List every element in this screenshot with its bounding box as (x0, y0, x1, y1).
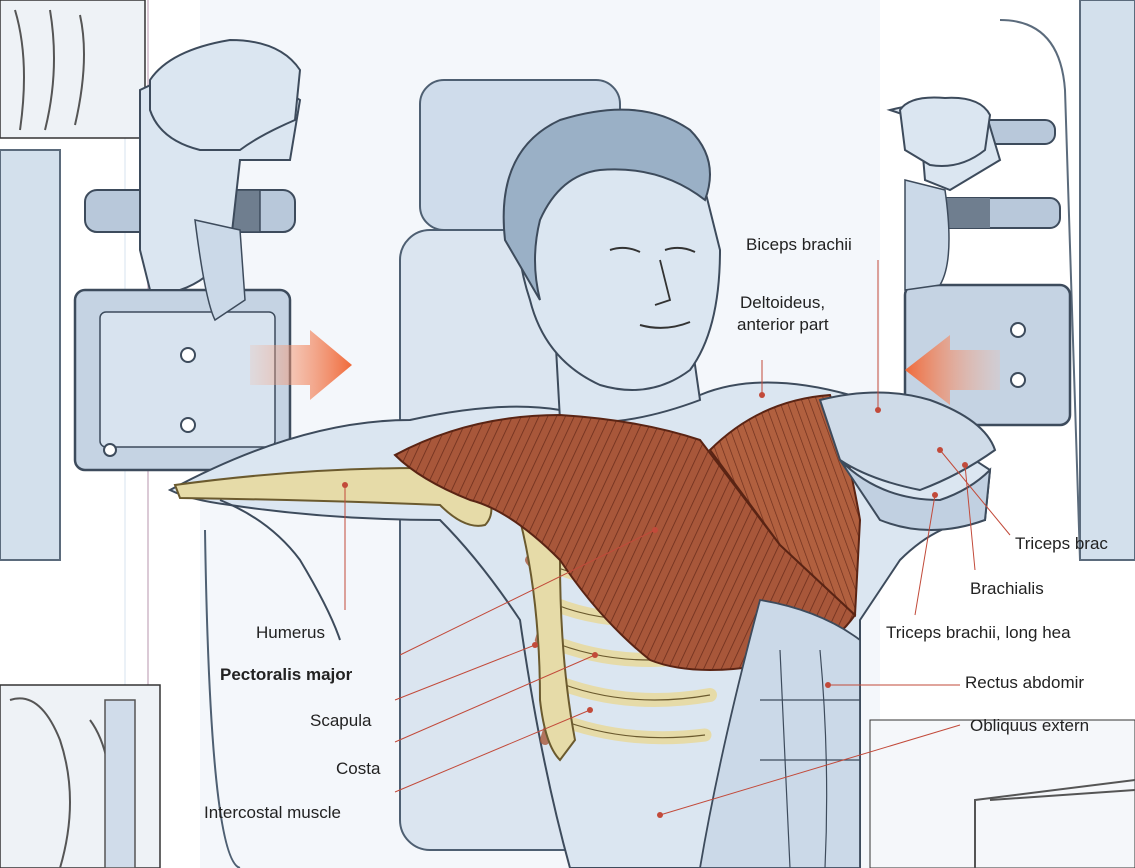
label-rectus-abdominis: Rectus abdomir (965, 673, 1084, 693)
label-brachialis: Brachialis (970, 579, 1044, 599)
label-costa: Costa (336, 759, 380, 779)
label-humerus: Humerus (256, 623, 325, 643)
inset-top-left (0, 0, 145, 138)
label-triceps-brachii-lateral: Triceps brac (1015, 534, 1108, 554)
label-triceps-brachii-long: Triceps brachii, long hea (886, 623, 1071, 643)
label-deltoideus-part: anterior part (737, 315, 829, 335)
label-deltoideus: Deltoideus, (740, 293, 825, 313)
inset-bottom-right (870, 720, 1135, 868)
label-scapula: Scapula (310, 711, 371, 731)
label-intercostal-muscle: Intercostal muscle (204, 803, 341, 823)
inset-bottom-left (0, 685, 160, 868)
label-biceps-brachii: Biceps brachii (746, 235, 852, 255)
label-obliquus-externus: Obliquus extern (970, 716, 1089, 736)
label-pectoralis-major: Pectoralis major (220, 665, 352, 685)
